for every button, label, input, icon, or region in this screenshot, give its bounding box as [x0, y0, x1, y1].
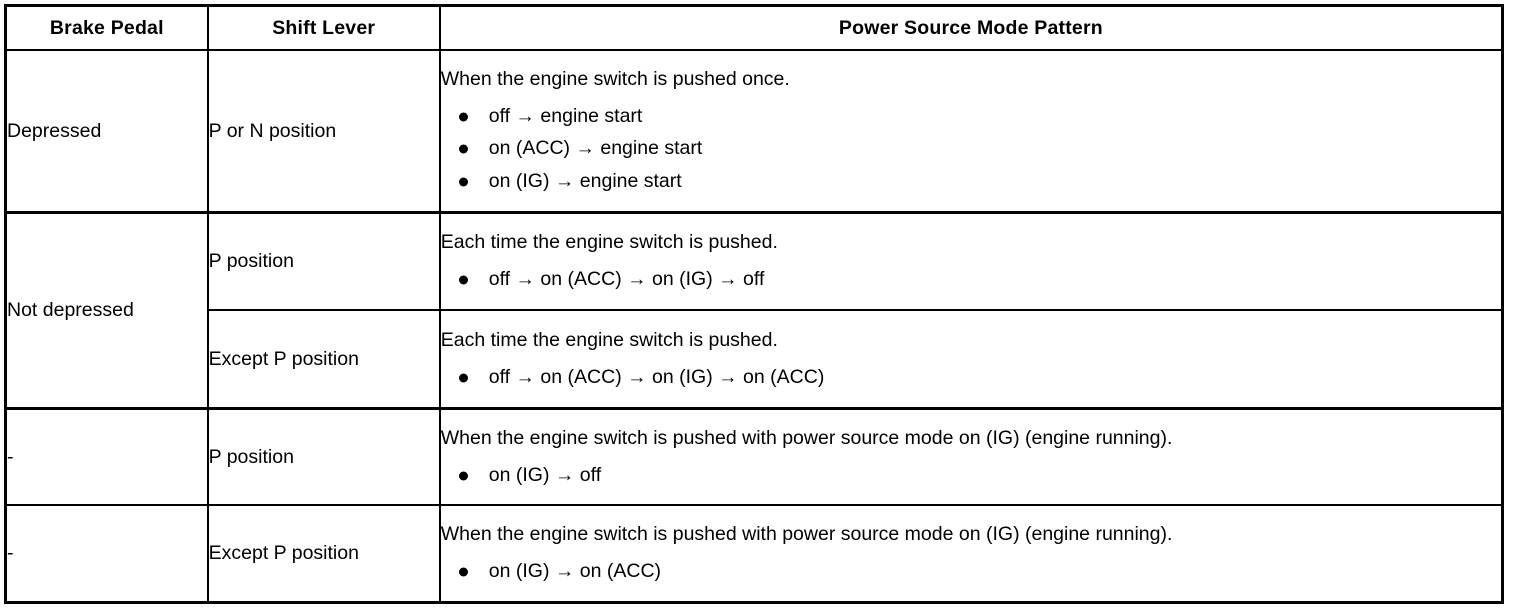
- bullet-icon: [458, 373, 468, 382]
- cell-shift-lever-p-or-n: P or N position: [206, 48, 441, 214]
- table-header: Brake Pedal Shift Lever Power Source Mod…: [4, 4, 1504, 51]
- list-item-label: off → on (ACC) → on (IG) → on (ACC): [488, 365, 825, 388]
- power-source-mode-table-container: Brake Pedal Shift Lever Power Source Mod…: [4, 4, 1504, 605]
- list-item-label: on (IG) → engine start: [488, 170, 682, 193]
- list-item: on (ACC) → engine start: [441, 137, 1501, 161]
- bullet-icon: [458, 112, 468, 122]
- table-body: Depressed P or N position When the engin…: [4, 48, 1504, 605]
- mode-lead-text: When the engine switch is pushed with po…: [440, 426, 1173, 449]
- cell-mode-pattern-not-depressed-p: Each time the engine switch is pushed. o…: [438, 210, 1504, 312]
- list-item-label: on (IG) → off: [488, 463, 602, 486]
- cell-shift-lever-except-p-position-2: Except P position: [206, 504, 441, 605]
- bullet-icon: [458, 275, 468, 285]
- list-item-label: on (IG) → on (ACC): [488, 560, 662, 583]
- list-item: on (IG) → engine start: [441, 170, 1501, 194]
- column-header-shift-lever: Shift Lever: [206, 4, 441, 51]
- cell-shift-lever-except-p-position: Except P position: [206, 309, 441, 410]
- mode-lead-text: Each time the engine switch is pushed.: [440, 231, 778, 254]
- list-item: off → on (ACC) → on (IG) → on (ACC): [441, 366, 1501, 390]
- cell-mode-pattern-dash-except-p: When the engine switch is pushed with po…: [438, 504, 1504, 605]
- power-source-mode-table: Brake Pedal Shift Lever Power Source Mod…: [4, 4, 1504, 605]
- cell-brake-pedal-not-depressed: Not depressed: [4, 210, 209, 410]
- list-item: on (IG) → off: [441, 464, 1501, 488]
- cell-shift-lever-p-position-2: P position: [206, 406, 441, 507]
- bullet-icon: [458, 567, 468, 577]
- list-item: on (IG) → on (ACC): [441, 560, 1501, 584]
- mode-pattern-list: on (IG) → on (ACC): [441, 560, 1501, 584]
- list-item-label: off → engine start: [488, 104, 643, 127]
- mode-pattern-list: off → on (ACC) → on (IG) → on (ACC): [441, 366, 1501, 390]
- mode-pattern-list: on (IG) → off: [441, 464, 1501, 488]
- mode-pattern-list: off → engine start on (ACC) → engine sta…: [441, 105, 1501, 194]
- table-row: - P position When the engine switch is p…: [4, 406, 1504, 507]
- table-row: Depressed P or N position When the engin…: [4, 48, 1504, 214]
- cell-brake-pedal-depressed: Depressed: [4, 48, 209, 214]
- list-item-label: on (ACC) → engine start: [488, 137, 703, 160]
- list-item: off → engine start: [441, 105, 1501, 129]
- table-row: Not depressed P position Each time the e…: [4, 210, 1504, 410]
- bullet-icon: [458, 177, 468, 187]
- cell-mode-pattern-not-depressed-except-p: Each time the engine switch is pushed. o…: [438, 309, 1504, 410]
- mode-lead-text: When the engine switch is pushed once.: [440, 67, 790, 90]
- list-item: off → on (ACC) → on (IG) → off: [441, 268, 1501, 292]
- table-row: - Except P position When the engine swit…: [4, 504, 1504, 605]
- bullet-icon: [458, 471, 468, 481]
- table-row: Except P position Each time the engine s…: [6, 309, 1504, 410]
- mode-lead-text: Each time the engine switch is pushed.: [440, 328, 778, 351]
- mode-lead-text: When the engine switch is pushed with po…: [440, 523, 1173, 546]
- mode-pattern-list: off → on (ACC) → on (IG) → off: [441, 268, 1501, 292]
- list-item-label: off → on (ACC) → on (IG) → off: [488, 268, 765, 291]
- bullet-icon: [458, 144, 468, 154]
- column-header-power-source-mode-pattern: Power Source Mode Pattern: [438, 4, 1504, 51]
- cell-brake-pedal-dash-1: -: [4, 406, 209, 507]
- table-header-row: Brake Pedal Shift Lever Power Source Mod…: [4, 4, 1504, 51]
- cell-mode-pattern-dash-p: When the engine switch is pushed with po…: [438, 406, 1504, 507]
- cell-mode-pattern-depressed: When the engine switch is pushed once. o…: [438, 48, 1504, 214]
- column-header-brake-pedal: Brake Pedal: [4, 4, 209, 51]
- cell-brake-pedal-dash-2: -: [4, 504, 209, 605]
- cell-shift-lever-p-position: P position: [206, 210, 441, 312]
